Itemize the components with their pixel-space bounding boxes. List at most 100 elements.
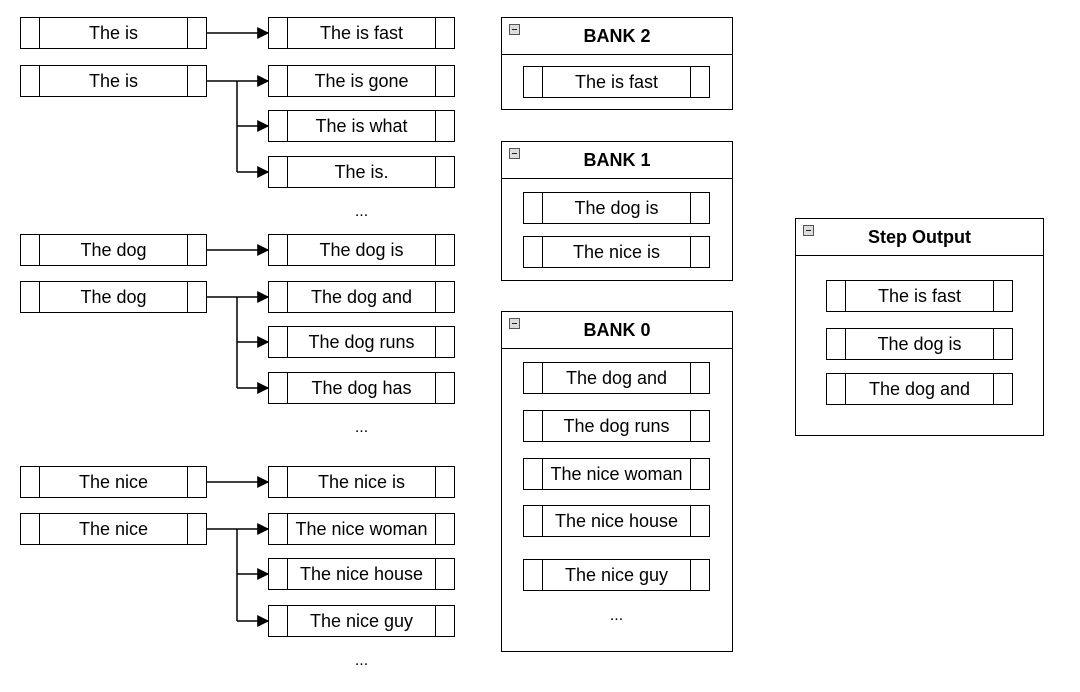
node-right-divider <box>690 67 691 97</box>
step-output-item: The dog is <box>826 328 1013 360</box>
node-label: The nice guy <box>309 610 414 631</box>
candidate-node: The dog and <box>268 281 455 313</box>
node-label: The nice <box>78 518 149 539</box>
step-output-item: The is fast <box>826 280 1013 312</box>
node-label: The dog <box>80 239 147 260</box>
node-label: The dog is <box>877 333 962 354</box>
source-node: The nice <box>20 466 207 498</box>
node-label: The is fast <box>574 71 659 92</box>
candidate-node: The dog is <box>268 234 455 266</box>
node-right-divider <box>435 282 436 312</box>
node-label: The nice is <box>572 241 661 262</box>
node-right-divider <box>690 506 691 536</box>
node-label: The is <box>88 70 139 91</box>
collapse-icon[interactable] <box>509 148 520 159</box>
node-label: The nice woman <box>295 518 428 539</box>
node-label: The nice house <box>299 563 424 584</box>
source-node: The is <box>20 65 207 97</box>
node-right-divider <box>690 411 691 441</box>
node-left-divider <box>39 66 40 96</box>
more-candidates-ellipsis: ... <box>354 652 369 669</box>
panel-header: BANK 2 <box>502 18 732 55</box>
bank-item: The nice is <box>523 236 710 268</box>
panel-header: Step Output <box>796 219 1043 256</box>
node-right-divider <box>993 329 994 359</box>
node-left-divider <box>542 193 543 223</box>
node-left-divider <box>287 327 288 357</box>
more-candidates-ellipsis: ... <box>354 419 369 436</box>
node-label: The nice house <box>554 510 679 531</box>
node-right-divider <box>435 606 436 636</box>
node-right-divider <box>187 467 188 497</box>
collapse-icon[interactable] <box>509 318 520 329</box>
step-output-item: The dog and <box>826 373 1013 405</box>
node-right-divider <box>435 514 436 544</box>
node-label: The dog runs <box>308 331 415 352</box>
candidate-node: The is what <box>268 110 455 142</box>
panel-title: BANK 1 <box>583 149 651 170</box>
panel-header: BANK 1 <box>502 142 732 179</box>
node-label: The dog and <box>868 378 971 399</box>
node-label: The dog <box>80 286 147 307</box>
bank-item: The dog and <box>523 362 710 394</box>
node-label: The nice <box>78 471 149 492</box>
node-right-divider <box>187 66 188 96</box>
node-left-divider <box>845 281 846 311</box>
node-label: The nice guy <box>564 564 669 585</box>
node-label: The dog is <box>574 197 659 218</box>
candidate-node: The dog has <box>268 372 455 404</box>
candidate-node: The is. <box>268 156 455 188</box>
bank-item: The dog runs <box>523 410 710 442</box>
bank-item: The nice house <box>523 505 710 537</box>
node-right-divider <box>690 193 691 223</box>
node-left-divider <box>542 459 543 489</box>
node-left-divider <box>39 235 40 265</box>
node-right-divider <box>993 281 994 311</box>
node-label: The dog runs <box>563 415 670 436</box>
node-label: The nice is <box>317 471 406 492</box>
source-node: The dog <box>20 281 207 313</box>
panel-title: BANK 0 <box>583 319 651 340</box>
collapse-icon[interactable] <box>509 24 520 35</box>
node-label: The dog is <box>319 239 404 260</box>
source-node: The is <box>20 17 207 49</box>
bank-item: The nice guy <box>523 559 710 591</box>
node-left-divider <box>287 373 288 403</box>
candidate-node: The nice guy <box>268 605 455 637</box>
more-candidates-ellipsis: ... <box>354 203 369 220</box>
candidate-node: The nice woman <box>268 513 455 545</box>
candidate-node: The nice house <box>268 558 455 590</box>
node-label: The is gone <box>314 70 409 91</box>
node-left-divider <box>542 506 543 536</box>
node-left-divider <box>287 282 288 312</box>
node-left-divider <box>287 235 288 265</box>
node-right-divider <box>435 373 436 403</box>
node-left-divider <box>39 467 40 497</box>
node-label: The is what <box>315 115 408 136</box>
candidate-node: The is fast <box>268 17 455 49</box>
node-label: The dog and <box>310 286 413 307</box>
node-label: The is fast <box>877 285 962 306</box>
node-left-divider <box>845 374 846 404</box>
collapse-icon[interactable] <box>803 225 814 236</box>
node-right-divider <box>435 111 436 141</box>
node-left-divider <box>287 111 288 141</box>
node-left-divider <box>542 363 543 393</box>
node-right-divider <box>690 363 691 393</box>
node-right-divider <box>690 560 691 590</box>
candidate-node: The is gone <box>268 65 455 97</box>
node-right-divider <box>435 327 436 357</box>
node-right-divider <box>435 235 436 265</box>
node-right-divider <box>187 514 188 544</box>
bank-item: The dog is <box>523 192 710 224</box>
node-right-divider <box>187 282 188 312</box>
node-left-divider <box>542 411 543 441</box>
node-left-divider <box>287 559 288 589</box>
node-right-divider <box>187 235 188 265</box>
node-left-divider <box>287 66 288 96</box>
node-left-divider <box>287 18 288 48</box>
node-right-divider <box>435 18 436 48</box>
node-label: The dog and <box>565 367 668 388</box>
node-left-divider <box>542 560 543 590</box>
